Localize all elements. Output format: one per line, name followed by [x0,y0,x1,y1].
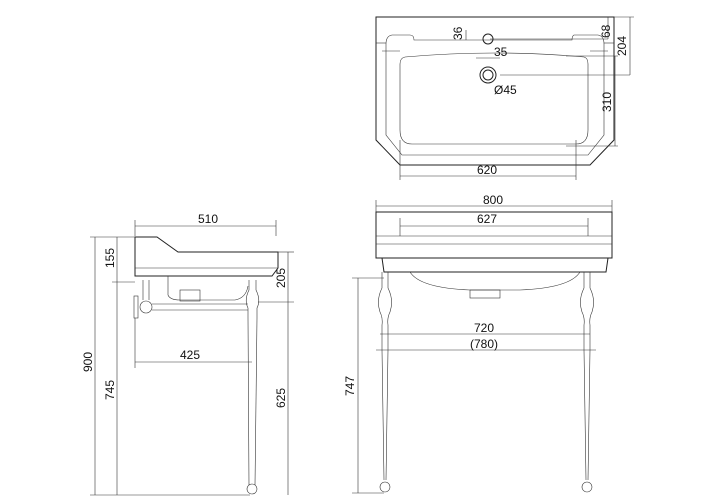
waste-hole-inner [482,69,494,81]
dim-rim: 68 [599,24,613,38]
front-waste [469,289,501,299]
waste-hole-outer [479,66,497,84]
top-view: 36 35 Ø45 68 204 310 620 [375,16,634,180]
dim-leg-projection: 425 [180,348,200,362]
front-right-leg [580,272,594,493]
side-basin-body [134,236,279,277]
dim-overall-width: 800 [483,193,503,207]
dim-tap-offset: 36 [451,26,465,40]
dim-tap-hole: 35 [494,45,508,59]
dim-leg-outer: (780) [470,337,498,351]
dim-bowl-depth: 310 [600,92,614,112]
dim-back-height: 155 [103,248,117,268]
dim-total-height: 900 [81,352,95,372]
side-leg [245,280,260,495]
dim-bowl-width: 620 [477,163,497,177]
front-view: 800 627 720 (780) 747 [343,193,613,494]
dim-underside-height: 745 [103,380,117,400]
dim-rim-height: 747 [343,376,357,396]
top-rim [385,34,605,156]
dim-depth: 510 [198,212,218,226]
dim-waste-from-back: 204 [615,36,629,56]
dim-basin-height: 205 [274,268,288,288]
dim-waste: Ø45 [494,83,517,97]
front-basin-body [375,211,613,259]
side-view: 510 900 155 745 205 625 425 [81,212,294,496]
dim-leg-centres: 720 [474,321,494,335]
top-bowl [399,52,589,145]
front-basin-lip [381,257,609,273]
side-wall-bracket [133,280,248,319]
front-left-leg [378,272,392,493]
dim-inner-width: 627 [477,212,497,226]
dim-bar-height: 625 [274,388,288,408]
